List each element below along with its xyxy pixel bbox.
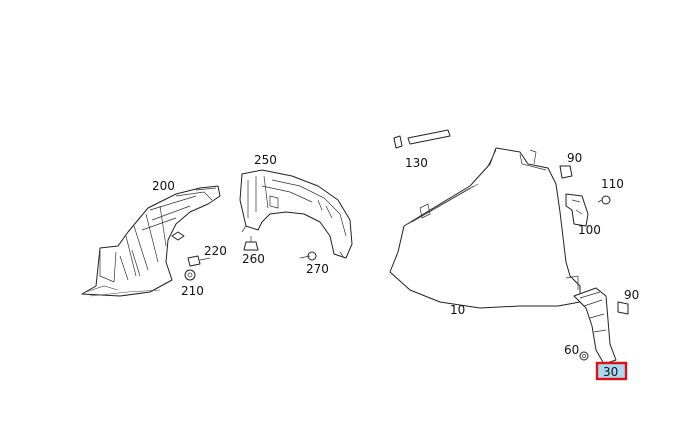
nut-90-top[interactable] (559, 165, 573, 179)
callout-30[interactable]: 30 (603, 365, 618, 379)
wheel-arch-liner-200[interactable] (81, 185, 221, 297)
callout-60[interactable]: 60 (564, 343, 579, 357)
bolt-110[interactable] (597, 195, 611, 205)
bracket-30[interactable] (573, 287, 617, 365)
callout-270[interactable]: 270 (306, 262, 329, 276)
callout-200[interactable]: 200 (152, 179, 175, 193)
screw-270[interactable] (299, 251, 317, 261)
callout-210[interactable]: 210 (181, 284, 204, 298)
selected-callout-30[interactable]: 30 (595, 361, 628, 381)
highlight-box (595, 361, 628, 381)
nut-90-bottom[interactable] (617, 301, 629, 315)
callout-10[interactable]: 10 (450, 303, 465, 317)
clip-220[interactable] (187, 255, 211, 267)
callout-90-top[interactable]: 90 (567, 151, 582, 165)
callout-220[interactable]: 220 (204, 244, 227, 258)
wheel-arch-liner-250[interactable] (239, 169, 353, 259)
seal-130[interactable] (393, 129, 451, 149)
bracket-100[interactable] (565, 193, 589, 227)
callout-250[interactable]: 250 (254, 153, 277, 167)
callout-100[interactable]: 100 (578, 223, 601, 237)
expansion-rivet-260[interactable] (243, 236, 259, 251)
callout-110[interactable]: 110 (601, 177, 624, 191)
nut-60[interactable] (579, 351, 589, 361)
nut-210[interactable] (184, 269, 196, 281)
callout-130[interactable]: 130 (405, 156, 428, 170)
callout-90-bottom[interactable]: 90 (624, 288, 639, 302)
highlight-fill (598, 364, 625, 378)
callout-260[interactable]: 260 (242, 252, 265, 266)
fender-10[interactable] (389, 147, 581, 309)
